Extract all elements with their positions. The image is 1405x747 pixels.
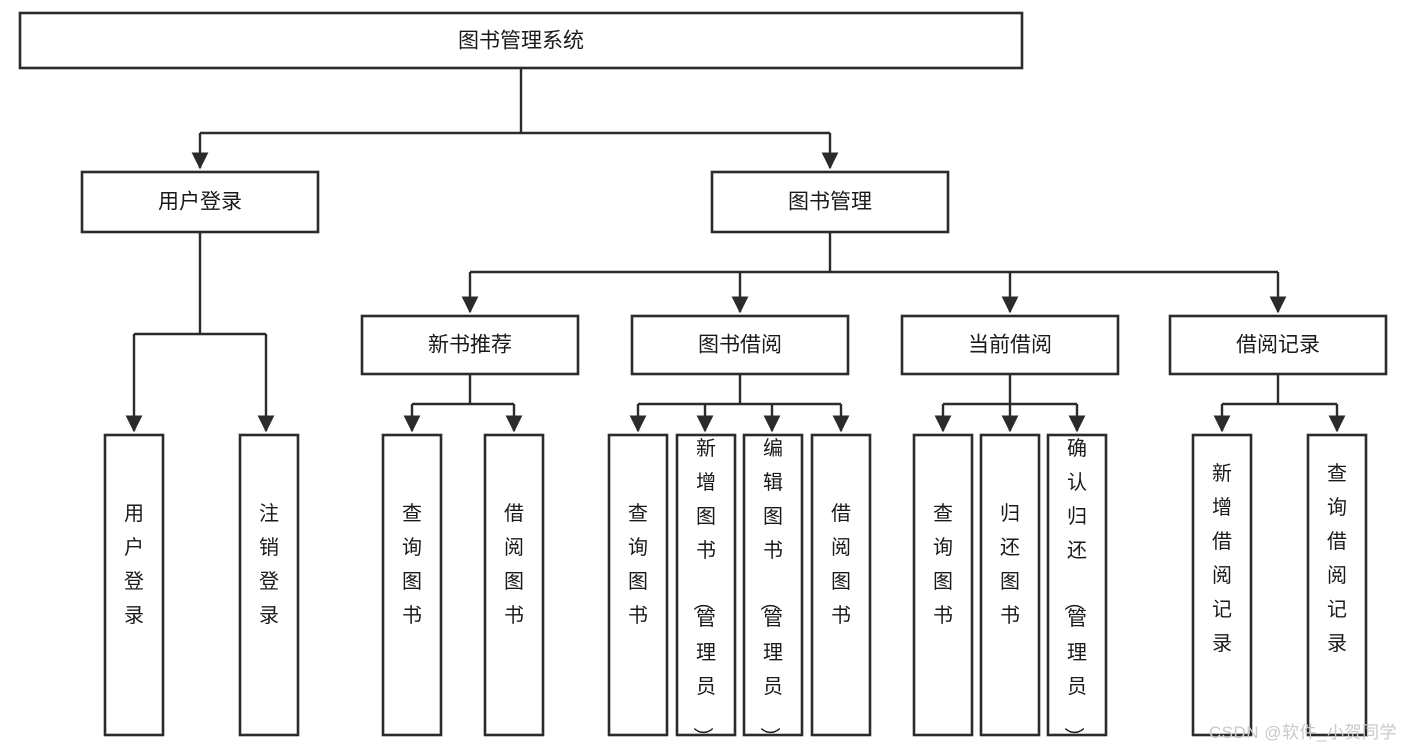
leaf-br-query-record-label: 查询借阅记录 bbox=[1327, 462, 1347, 655]
leaf-node[interactable]: 查询图书 bbox=[912, 433, 974, 737]
leaf-bb-add-book-label: 新增图书（管理员） bbox=[691, 437, 716, 747]
node-new-book-recommend[interactable]: 新书推荐 bbox=[360, 314, 580, 376]
node-borrow-record-label: 借阅记录 bbox=[1236, 334, 1320, 357]
node-current-borrow-label: 当前借阅 bbox=[968, 334, 1052, 357]
connector-group-book-manage bbox=[461, 232, 1287, 314]
node-root-system[interactable]: 图书管理系统 bbox=[18, 11, 1024, 70]
leaf-br-add-record-box bbox=[1191, 433, 1253, 737]
leaf-nbr-query-book-label: 查询图书 bbox=[402, 502, 422, 627]
connector-group-new-book bbox=[403, 374, 523, 433]
node-book-borrow-box bbox=[630, 314, 850, 376]
node-user-login-label: 用户登录 bbox=[158, 191, 242, 214]
node-root-label: 图书管理系统 bbox=[458, 30, 584, 53]
leaf-cb-return-book-box bbox=[979, 433, 1041, 737]
connector-group-borrow-record bbox=[1213, 374, 1346, 433]
leaf-node[interactable]: 新增图书（管理员） bbox=[675, 433, 737, 747]
node-current-borrow[interactable]: 当前借阅 bbox=[900, 314, 1120, 376]
leaf-br-add-record-label: 新增借阅记录 bbox=[1212, 462, 1232, 655]
leaf-bb-query-book-box bbox=[607, 433, 669, 737]
leaf-user-login-label: 用户登录 bbox=[124, 503, 144, 627]
leaf-bb-query-book-label: 查询图书 bbox=[628, 502, 648, 627]
leaf-cb-query-book-box bbox=[912, 433, 974, 737]
node-new-book-recommend-label: 新书推荐 bbox=[428, 334, 512, 357]
leaf-cb-confirm-return-box bbox=[1046, 433, 1108, 737]
connector-group-root bbox=[191, 68, 839, 170]
leaf-cb-query-book-label: 查询图书 bbox=[933, 502, 953, 627]
node-user-login-box bbox=[80, 170, 320, 234]
node-root-box bbox=[18, 11, 1024, 70]
node-borrow-record[interactable]: 借阅记录 bbox=[1168, 314, 1388, 376]
node-current-borrow-box bbox=[900, 314, 1120, 376]
leaf-node[interactable]: 借阅图书 bbox=[810, 433, 872, 737]
node-borrow-record-box bbox=[1168, 314, 1388, 376]
leaf-node[interactable]: 归还图书 bbox=[979, 433, 1041, 737]
leaf-bb-borrow-book-box bbox=[810, 433, 872, 737]
leaf-nbr-borrow-book-label: 借阅图书 bbox=[504, 502, 524, 627]
leaf-bb-borrow-book-label: 借阅图书 bbox=[831, 502, 851, 627]
leaf-logout-box bbox=[238, 433, 300, 737]
leaf-node[interactable]: 确认归还（管理员） bbox=[1046, 433, 1108, 747]
leaf-bb-edit-book-box bbox=[742, 433, 804, 737]
node-book-manage-label: 图书管理 bbox=[788, 191, 872, 214]
leaf-cb-return-book-label: 归还图书 bbox=[1000, 502, 1020, 627]
leaf-node[interactable]: 新增借阅记录 bbox=[1191, 433, 1253, 737]
leaf-nbr-query-book-box bbox=[381, 433, 443, 737]
leaf-user-login-box bbox=[103, 433, 165, 737]
node-new-book-recommend-box bbox=[360, 314, 580, 376]
leaf-node[interactable]: 借阅图书 bbox=[483, 433, 545, 737]
connector-group-book-borrow bbox=[629, 374, 850, 433]
leaf-node[interactable]: 查询图书 bbox=[381, 433, 443, 737]
leaf-cb-confirm-return-label: 确认归还（管理员） bbox=[1062, 437, 1087, 747]
node-book-borrow-label: 图书借阅 bbox=[698, 334, 782, 357]
leaf-node[interactable]: 查询借阅记录 bbox=[1306, 433, 1368, 737]
leaf-bb-add-book-box bbox=[675, 433, 737, 737]
leaf-node[interactable]: 查询图书 bbox=[607, 433, 669, 737]
node-book-borrow[interactable]: 图书借阅 bbox=[630, 314, 850, 376]
node-book-manage[interactable]: 图书管理 bbox=[710, 170, 950, 234]
leaf-node[interactable]: 用户登录 bbox=[103, 433, 165, 737]
csdn-watermark: CSDN @软件_小贺同学 bbox=[1208, 723, 1397, 742]
leaf-node[interactable]: 注销登录 bbox=[238, 433, 300, 737]
connector-group-user-login bbox=[125, 232, 275, 433]
node-user-login[interactable]: 用户登录 bbox=[80, 170, 320, 234]
node-book-manage-box bbox=[710, 170, 950, 234]
leaf-nbr-borrow-book-box bbox=[483, 433, 545, 737]
connector-group-current-borrow bbox=[934, 374, 1086, 433]
leaf-node[interactable]: 编辑图书（管理员） bbox=[742, 433, 804, 747]
leaf-br-query-record-box bbox=[1306, 433, 1368, 737]
leaf-logout-label: 注销登录 bbox=[259, 502, 279, 627]
leaf-bb-edit-book-label: 编辑图书（管理员） bbox=[758, 437, 783, 747]
